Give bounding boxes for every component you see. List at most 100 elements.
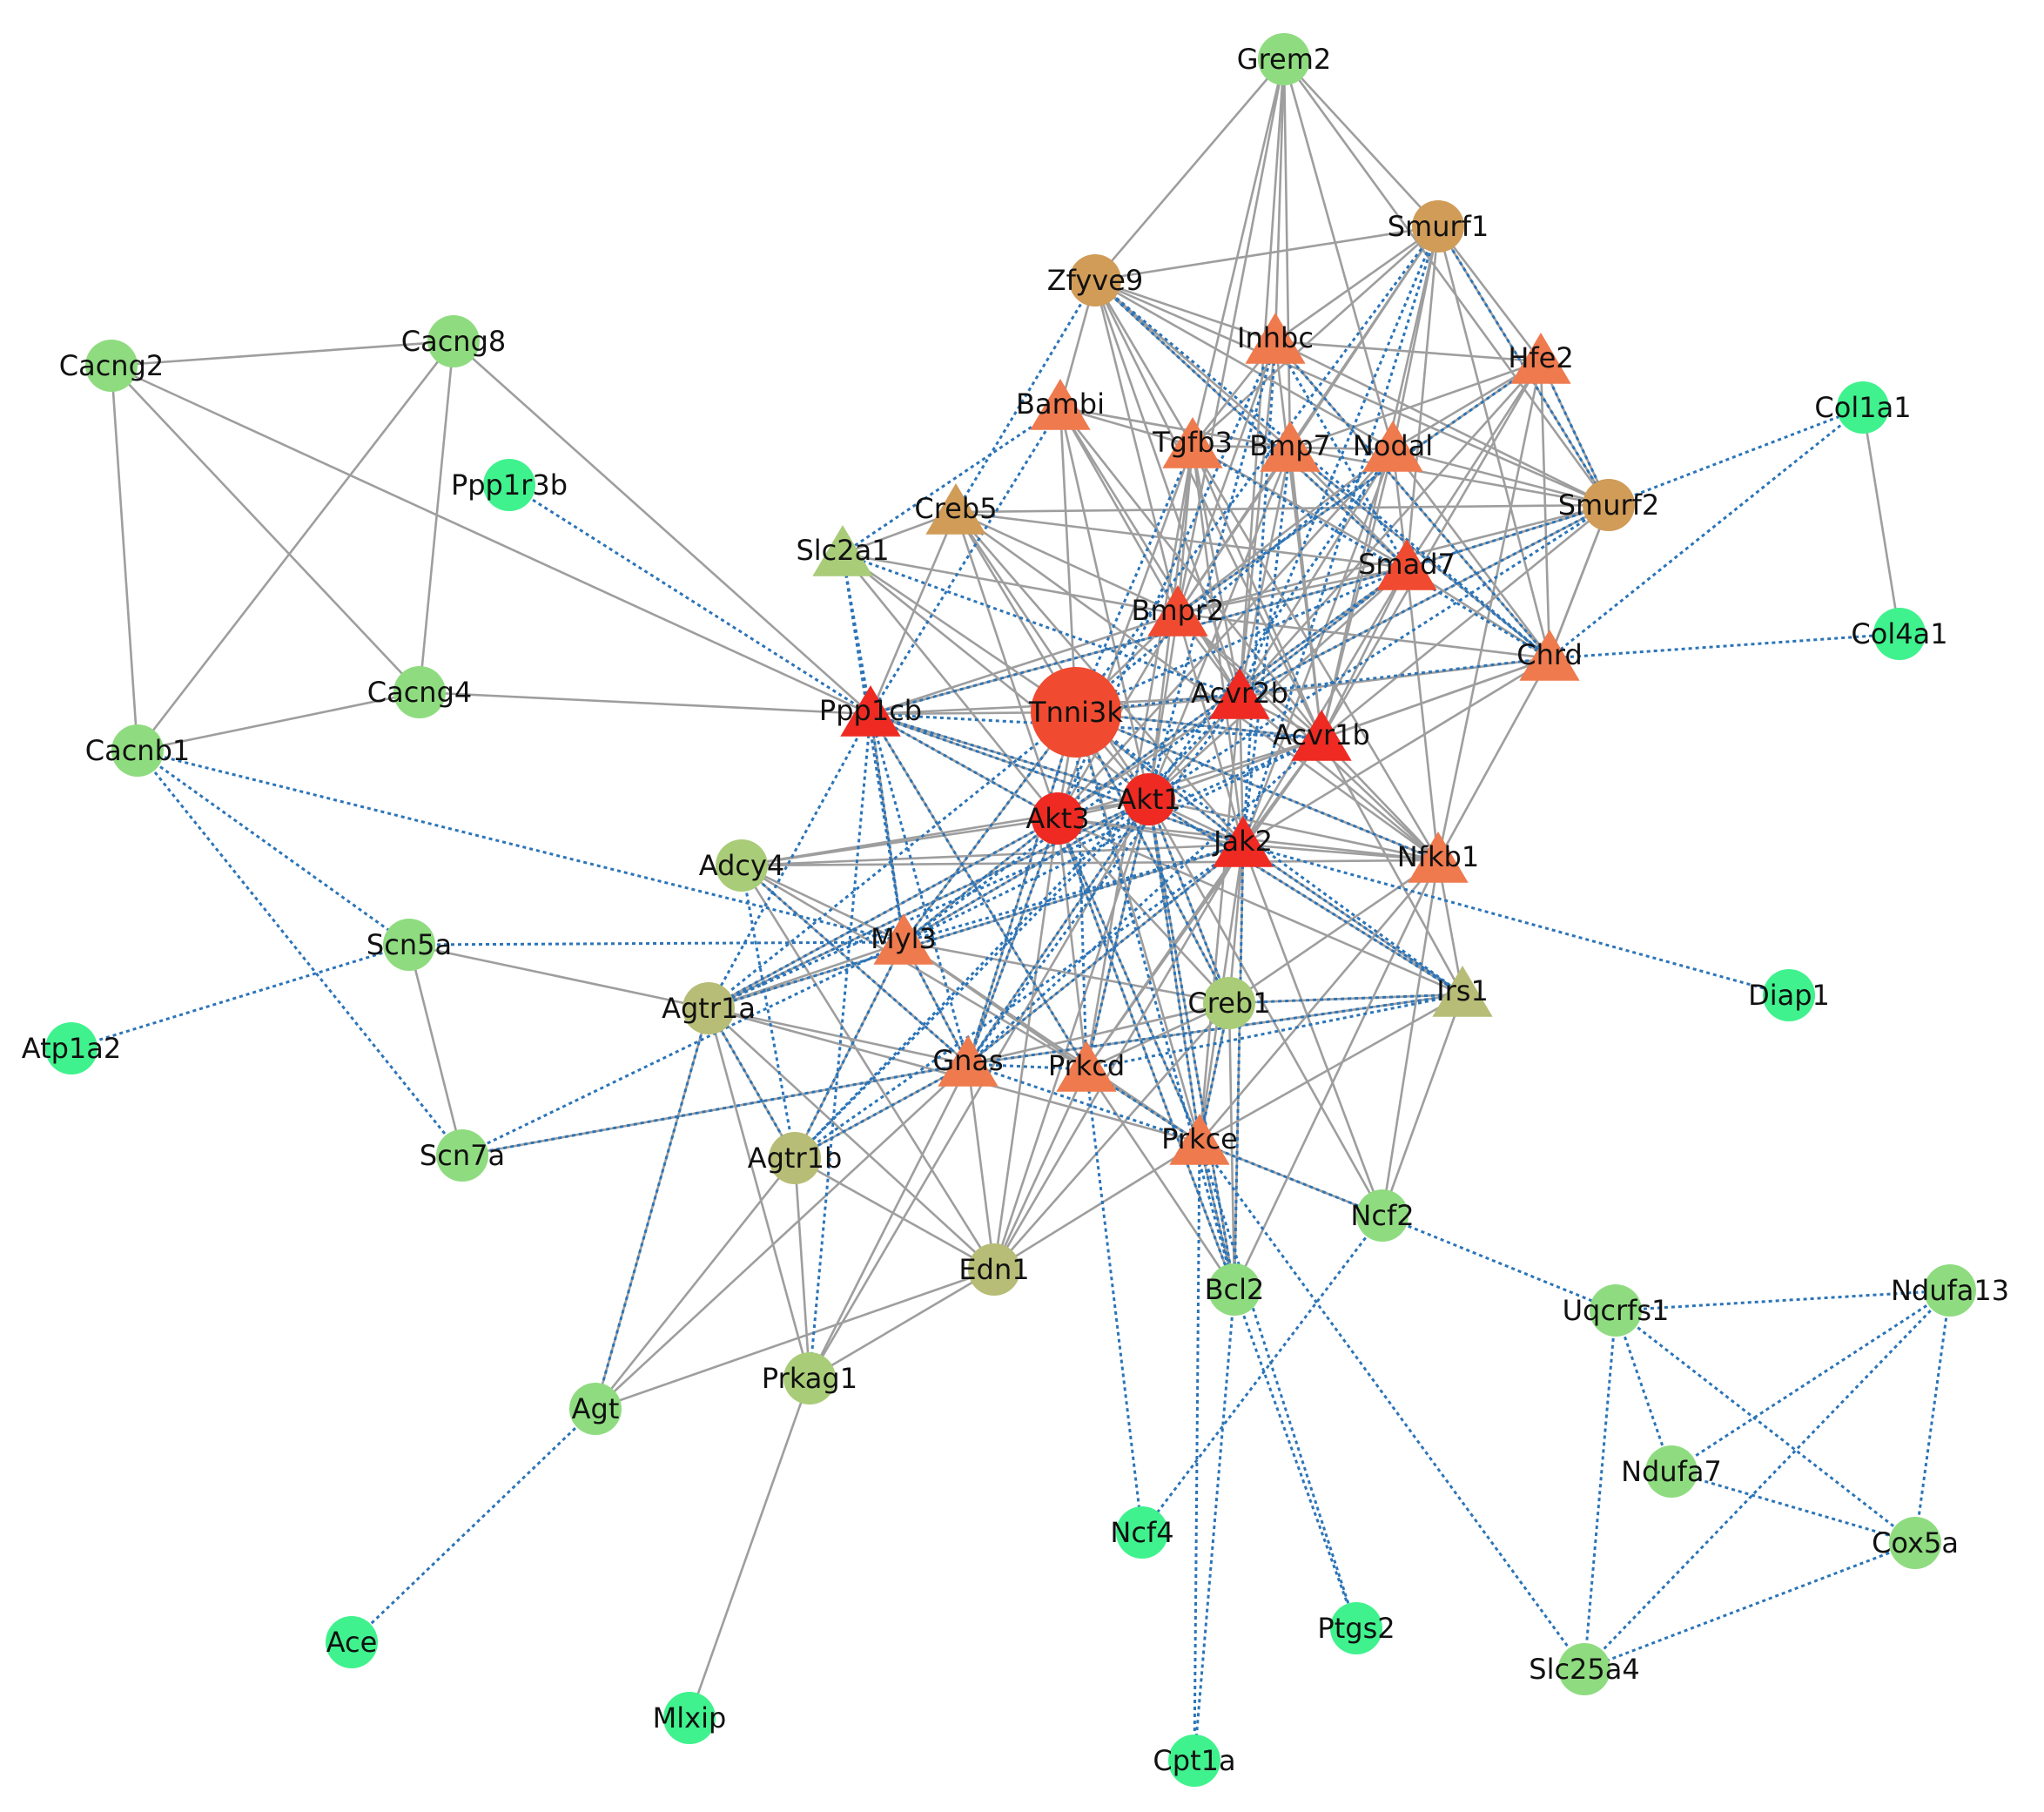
node-nodal[interactable]: Nodal: [1353, 421, 1433, 472]
node-acvr2b[interactable]: Acvr2b: [1191, 668, 1288, 719]
node-ndufa7[interactable]: Ndufa7: [1621, 1445, 1722, 1498]
node-jak2[interactable]: Jak2: [1212, 816, 1274, 867]
dashed-edge-tnni3k-agtr1a: [708, 711, 1077, 1010]
node-smad7[interactable]: Smad7: [1358, 539, 1456, 590]
node-grem2[interactable]: Grem2: [1237, 33, 1331, 85]
node-label-slc2a1: Slc2a1: [796, 534, 889, 567]
solid-edge-akt3-agtr1a: [708, 817, 1059, 1010]
solid-edge-hfe2-smad7: [1405, 360, 1543, 569]
node-slc2a1[interactable]: Slc2a1: [796, 525, 890, 576]
node-irs1[interactable]: Irs1: [1432, 966, 1493, 1017]
node-edn1[interactable]: Edn1: [958, 1243, 1030, 1296]
node-label-smad7: Smad7: [1358, 548, 1456, 581]
dashed-edge-scn7a-myl3: [461, 940, 904, 1157]
node-label-creb5: Creb5: [914, 492, 997, 525]
dashed-edge-bcl2-cpt1a: [1193, 1289, 1236, 1761]
node-ncf4[interactable]: Ncf4: [1110, 1506, 1174, 1559]
node-ppp1r3b[interactable]: Ppp1r3b: [451, 459, 568, 511]
dashed-edge-prkcd-ncf4: [1085, 1068, 1144, 1533]
node-cacng8[interactable]: Cacng8: [401, 315, 507, 367]
node-creb5[interactable]: Creb5: [914, 483, 998, 535]
node-prkcd[interactable]: Prkcd: [1048, 1041, 1125, 1092]
node-ncf2[interactable]: Ncf2: [1350, 1189, 1415, 1242]
solid-edge-agtr1a-agt: [594, 1007, 710, 1410]
node-uqcrfs1[interactable]: Uqcrfs1: [1563, 1284, 1670, 1337]
node-triangle-creb5: [925, 483, 986, 535]
node-triangle-inhbc: [1245, 313, 1306, 364]
node-scn7a[interactable]: Scn7a: [420, 1129, 505, 1182]
node-cacnb1[interactable]: Cacnb1: [85, 724, 191, 777]
solid-edge-jak2-adcy4: [741, 843, 1244, 867]
node-ace[interactable]: Ace: [326, 1616, 378, 1668]
node-akt1[interactable]: Akt1: [1117, 773, 1181, 825]
solid-edge-hfe2-chrd: [1539, 360, 1551, 659]
dashed-edge-chrd-tnni3k: [1075, 657, 1550, 714]
node-bmp7[interactable]: Bmp7: [1249, 421, 1331, 472]
solid-edge-smad7-nfkb1: [1405, 567, 1440, 861]
node-chrd[interactable]: Chrd: [1516, 630, 1583, 681]
node-smurf2[interactable]: Smurf2: [1558, 479, 1660, 531]
node-triangle-acvr1b: [1291, 710, 1352, 761]
solid-edge-adcy4-nfkb1: [741, 859, 1439, 867]
node-adcy4[interactable]: Adcy4: [699, 839, 785, 892]
node-atp1a2[interactable]: Atp1a2: [22, 1022, 122, 1074]
node-prkag1[interactable]: Prkag1: [762, 1352, 857, 1404]
node-nfkb1[interactable]: Nfkb1: [1397, 832, 1479, 883]
node-circle-cacng4: [393, 666, 446, 718]
node-agtr1a[interactable]: Agtr1a: [662, 982, 756, 1034]
dashed-edge-jak2-gnas: [967, 843, 1244, 1066]
node-inhbc[interactable]: Inhbc: [1237, 313, 1314, 364]
solid-edge-prkcd-edn1: [992, 1068, 1088, 1270]
solid-edge-edn1-agt: [595, 1268, 995, 1411]
solid-edge-grem2-zfyve9: [1094, 58, 1285, 281]
dashed-edge-chrd-col4a1: [1549, 632, 1900, 660]
node-circle-adcy4: [716, 839, 768, 892]
node-ptgs2[interactable]: Ptgs2: [1317, 1602, 1395, 1654]
dashed-edge-jak2-irs1: [1242, 843, 1463, 996]
node-agtr1b[interactable]: Agtr1b: [748, 1132, 843, 1184]
solid-edge-creb1-irs1: [1228, 993, 1463, 1005]
node-label-cacnb1: Cacnb1: [85, 734, 191, 767]
node-hfe2[interactable]: Hfe2: [1508, 333, 1574, 384]
node-slc25a4[interactable]: Slc25a4: [1529, 1643, 1640, 1695]
node-ppp1cb[interactable]: Ppp1cb: [819, 685, 922, 737]
solid-edge-nfkb1-creb1: [1228, 859, 1439, 1005]
node-creb1[interactable]: Creb1: [1187, 977, 1271, 1029]
node-bcl2[interactable]: Bcl2: [1205, 1263, 1265, 1316]
node-bmpr2[interactable]: Bmpr2: [1132, 585, 1225, 637]
node-triangle-bambi: [1030, 379, 1091, 430]
dashed-edge-jak2-agtr1b: [794, 843, 1244, 1160]
solid-edge-akt3-adcy4: [741, 817, 1059, 867]
node-cacng2[interactable]: Cacng2: [59, 340, 165, 392]
node-cacng4[interactable]: Cacng4: [367, 666, 473, 718]
node-cox5a[interactable]: Cox5a: [1872, 1517, 1959, 1569]
node-diap1[interactable]: Diap1: [1748, 969, 1830, 1021]
solid-edge-nodal-smurf2: [1392, 448, 1610, 507]
node-mlxip[interactable]: Mlxip: [653, 1692, 727, 1744]
node-smurf1[interactable]: Smurf1: [1388, 200, 1489, 253]
node-bambi[interactable]: Bambi: [1016, 379, 1105, 430]
node-cpt1a[interactable]: Cpt1a: [1153, 1735, 1236, 1787]
node-col1a1[interactable]: Col1a1: [1814, 381, 1912, 434]
node-akt3[interactable]: Akt3: [1025, 792, 1090, 845]
node-circle-atp1a2: [45, 1022, 97, 1074]
node-gnas[interactable]: Gnas: [932, 1035, 1004, 1087]
dashed-edge-jak2-bcl2: [1233, 844, 1245, 1290]
node-zfyve9[interactable]: Zfyve9: [1047, 254, 1144, 306]
node-circle-agtr1b: [769, 1132, 821, 1184]
node-agt[interactable]: Agt: [569, 1383, 622, 1435]
node-scn5a[interactable]: Scn5a: [366, 919, 452, 971]
node-col4a1[interactable]: Col4a1: [1851, 608, 1948, 660]
node-ndufa13[interactable]: Ndufa13: [1891, 1264, 2009, 1317]
node-myl3[interactable]: Myl3: [871, 913, 937, 965]
dashed-edge-inhbc-smad7: [1274, 340, 1409, 569]
node-prkce[interactable]: Prkce: [1161, 1114, 1238, 1165]
dashed-edge-ppp1cb-gnas: [869, 713, 970, 1065]
solid-edge-cacng8-cacnb1: [136, 340, 455, 751]
node-label-cacng4: Cacng4: [367, 676, 473, 709]
solid-edge-chrd-jak2: [1242, 657, 1550, 846]
node-acvr1b[interactable]: Acvr1b: [1273, 710, 1370, 761]
node-tnni3k[interactable]: Tnni3k: [1028, 667, 1123, 758]
node-tgfb3[interactable]: Tgfb3: [1152, 417, 1233, 468]
node-label-zfyve9: Zfyve9: [1047, 264, 1144, 297]
